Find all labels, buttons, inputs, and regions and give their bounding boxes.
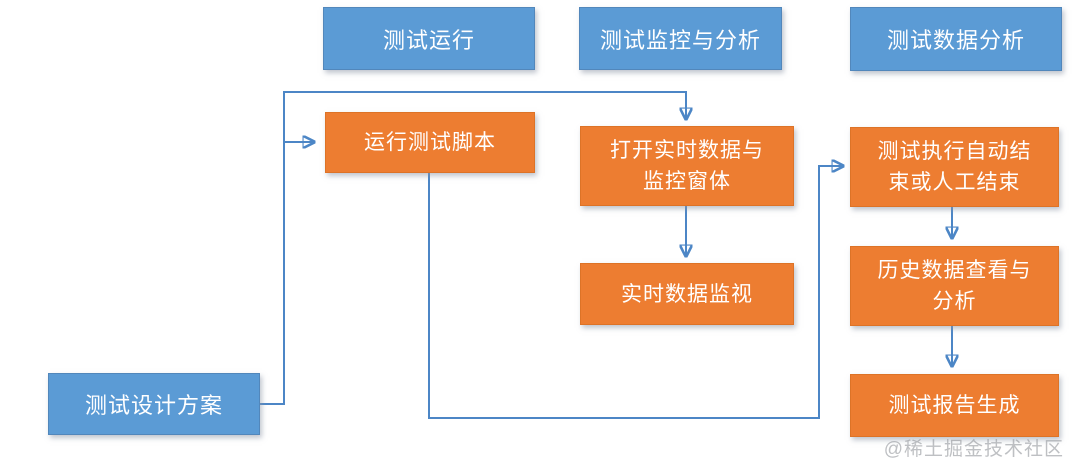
node-test-report-generation: 测试报告生成 [850,374,1059,437]
node-label: 实时数据监视 [621,282,753,306]
connector-design-plan-to-open-monitor [260,91,686,405]
node-label: 测试设计方案 [84,393,223,418]
stage-header-label: 测试监控与分析 [599,27,761,53]
node-test-execution-end: 测试执行自动结 束或人工结束 [850,127,1059,207]
node-run-test-script: 运行测试脚本 [325,112,535,173]
connector-run-script-to-test-end [428,166,843,419]
node-label: 历史数据查看与 分析 [877,259,1032,313]
stage-header-label: 测试数据分析 [886,28,1025,53]
stage-header-label: 测试运行 [382,27,475,53]
node-realtime-data-monitor: 实时数据监视 [580,263,794,325]
node-label: 运行测试脚本 [364,131,496,154]
stage-header-test-run: 测试运行 [323,7,535,70]
node-label: 测试报告生成 [888,394,1021,417]
node-label: 测试执行自动结 束或人工结束 [877,140,1032,194]
node-open-realtime-monitor-window: 打开实时数据与 监控窗体 [580,126,794,206]
node-label: 打开实时数据与 监控窗体 [610,139,764,193]
node-history-data-analysis: 历史数据查看与 分析 [850,246,1059,326]
node-test-design-plan: 测试设计方案 [48,373,260,435]
stage-header-monitor-analysis: 测试监控与分析 [579,7,782,70]
stage-header-data-analysis: 测试数据分析 [850,7,1062,71]
